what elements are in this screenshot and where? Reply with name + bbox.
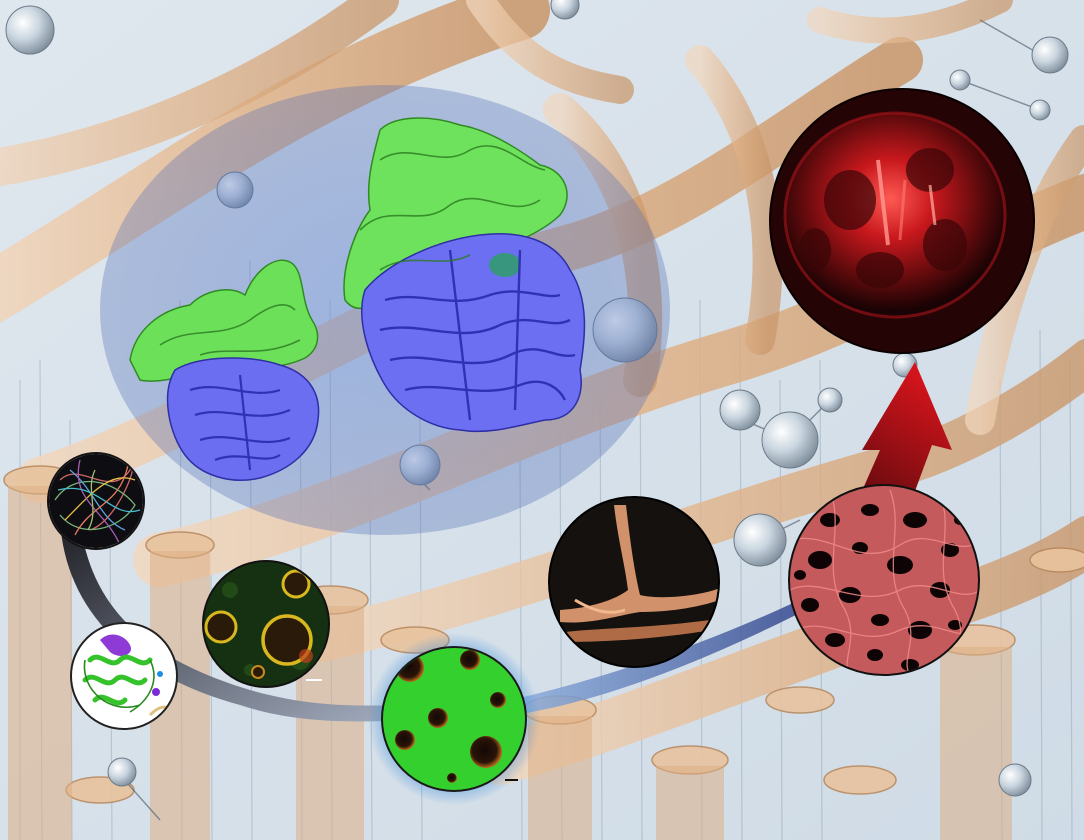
pathway-connector-right bbox=[510, 590, 825, 715]
protein-dimer-right bbox=[343, 117, 586, 433]
monomer-ensemble-circle bbox=[47, 452, 145, 550]
droplet-micrograph-green bbox=[368, 633, 540, 805]
droplet-micrograph-small bbox=[202, 560, 330, 688]
fibril-branch-micrograph bbox=[548, 496, 720, 668]
protein-dimer-left bbox=[129, 259, 320, 481]
protein-ribbon-circle bbox=[70, 622, 178, 730]
background-pillars bbox=[3, 465, 1084, 840]
cell-fluorescence-micrograph bbox=[769, 88, 1035, 354]
aggregate-network-micrograph bbox=[788, 484, 980, 676]
arrow-up-icon bbox=[858, 362, 952, 510]
